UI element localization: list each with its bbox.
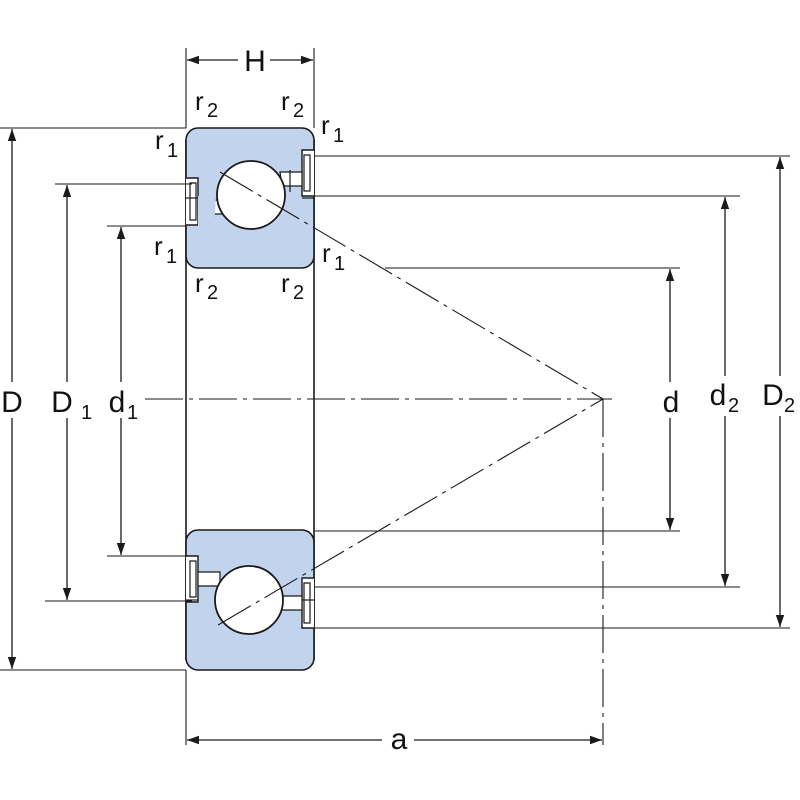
label-r1-upper-left: r	[155, 125, 164, 155]
label-D1-main: D	[51, 386, 73, 419]
lower-ball	[214, 565, 284, 635]
label-r1-lower-left: r	[154, 231, 163, 261]
label-r2-bottom-left: r	[195, 268, 204, 298]
lower-cross-section	[185, 529, 315, 671]
label-D: D	[1, 386, 23, 419]
center-lines	[145, 171, 612, 745]
label-r1-upper-left-sub: 1	[167, 140, 178, 162]
label-r1-lower-left-sub: 1	[166, 246, 177, 268]
label-d: d	[663, 386, 680, 419]
label-r2-top-left: r	[195, 86, 204, 116]
radius-labels: r 2 r 2 r 1 r 1 r 1 r 1 r 2 r 2	[154, 86, 345, 304]
upper-cross-section	[185, 127, 315, 269]
label-r2-top-left-sub: 2	[207, 100, 218, 122]
label-r2-bottom-right: r	[281, 268, 290, 298]
label-d2-main: d	[710, 379, 727, 412]
upper-ball	[216, 160, 286, 230]
label-r2-top-right-sub: 2	[293, 100, 304, 122]
label-r2-bottom-left-sub: 2	[207, 282, 218, 304]
dimension-labels: H a D D 1 d 1 d d 2 D 2	[1, 45, 795, 756]
label-a: a	[391, 723, 408, 756]
label-D2-main: D	[762, 379, 784, 412]
label-r1-lower-right: r	[322, 238, 331, 268]
label-d1-main: d	[109, 386, 126, 419]
label-D1-sub: 1	[81, 402, 92, 424]
label-D2-sub: 2	[784, 395, 795, 417]
label-d2-sub: 2	[728, 395, 739, 417]
label-r1-lower-right-sub: 1	[334, 253, 345, 275]
label-r2-top-right: r	[281, 86, 290, 116]
extension-lines	[0, 48, 790, 745]
label-d1-sub: 1	[127, 402, 138, 424]
label-H: H	[244, 45, 266, 78]
label-r2-bottom-right-sub: 2	[293, 282, 304, 304]
label-r1-upper-right-sub: 1	[333, 125, 344, 147]
label-r1-upper-right: r	[321, 110, 330, 140]
